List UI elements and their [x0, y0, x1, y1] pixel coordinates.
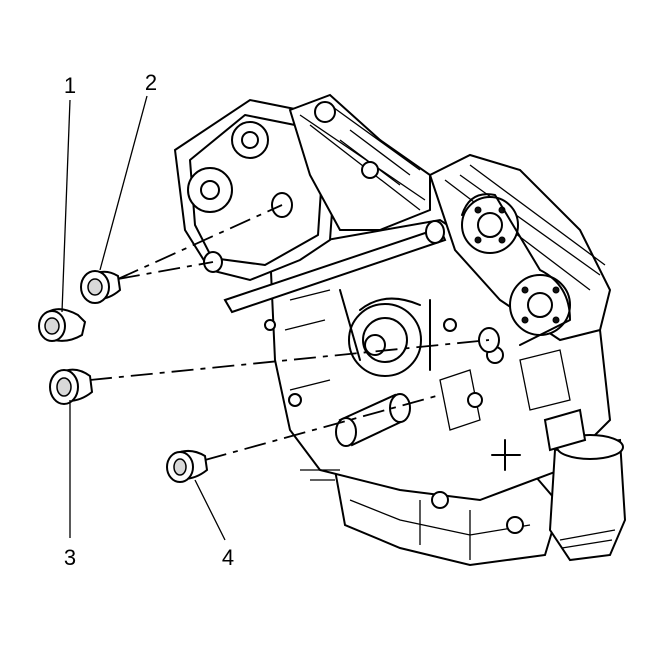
callout-1: 1 — [64, 73, 76, 98]
callout-2: 2 — [145, 70, 157, 95]
plug-3 — [49, 368, 94, 405]
plug-4 — [166, 450, 209, 483]
plug-1 — [38, 308, 87, 342]
alignment-lines — [89, 204, 490, 461]
callout-4: 4 — [222, 545, 234, 570]
engine-block — [173, 93, 627, 567]
callout-3: 3 — [64, 545, 76, 570]
leader-lines — [61, 95, 226, 541]
plug-2 — [80, 270, 122, 304]
